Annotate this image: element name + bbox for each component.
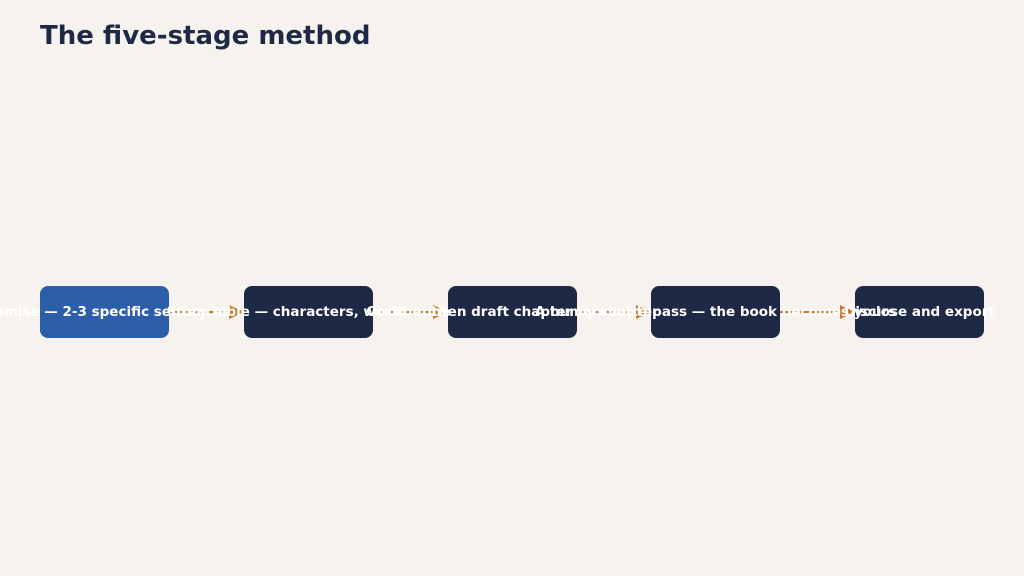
step-3-outline-draft: Outline, then draft chapter by chapter — [366, 286, 659, 338]
step-1-label: Premise — 2-3 specific sentences — [0, 304, 231, 320]
step-4-label: A human-voice pass — the book becomes yo… — [534, 304, 897, 320]
step-2-label: Story bible — characters, world, tone — [166, 304, 451, 320]
arrow-4 — [780, 305, 855, 319]
step-2-story-bible: Story bible — characters, world, tone — [167, 286, 450, 338]
step-4-human-voice-pass: A human-voice pass — the book becomes yo… — [535, 286, 896, 338]
page-title: The five-stage method — [40, 21, 371, 51]
step-1-premise: Premise — 2-3 specific sentences — [0, 286, 231, 338]
step-5-label: Disclose and export — [844, 304, 995, 320]
step-5-disclose-export: Disclose and export — [844, 286, 995, 338]
arrow-3 — [576, 305, 651, 319]
step-3-label: Outline, then draft chapter by chapter — [366, 304, 659, 320]
arrow-2 — [373, 305, 448, 319]
arrow-1 — [169, 305, 244, 319]
